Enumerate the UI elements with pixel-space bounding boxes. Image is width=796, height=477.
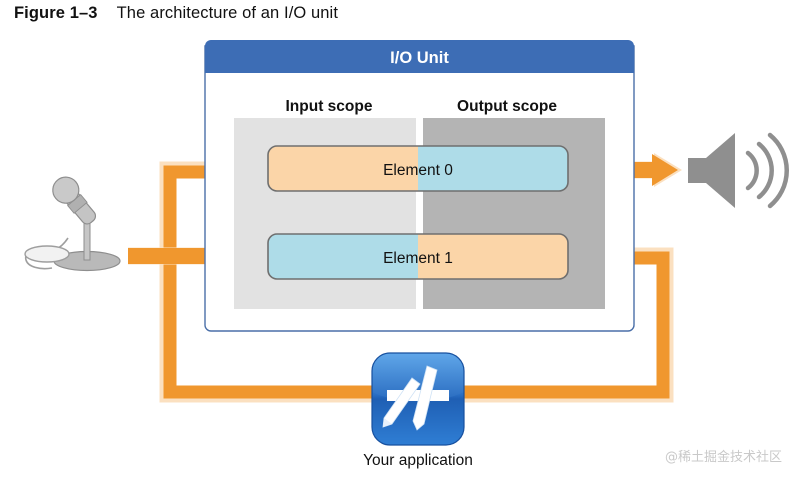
watermark: @稀土掘金技术社区 — [664, 450, 782, 465]
element-1-label: Element 1 — [383, 250, 453, 267]
app-store-icon — [371, 352, 465, 446]
io-unit-title: I/O Unit — [390, 49, 449, 67]
element-1-box: Element 1 — [267, 233, 569, 280]
element-0-label: Element 0 — [383, 162, 453, 179]
figure-number: Figure 1–3 — [14, 4, 98, 22]
output-scope-label: Output scope — [457, 98, 557, 115]
element-0-box: Element 0 — [267, 145, 569, 192]
figure-caption: Figure 1–3 The architecture of an I/O un… — [14, 4, 338, 23]
input-scope-label: Input scope — [286, 98, 373, 115]
figure-caption-text: The architecture of an I/O unit — [116, 4, 339, 22]
application-label: Your application — [363, 452, 473, 469]
microphone-icon — [24, 176, 121, 272]
speaker-icon — [688, 132, 789, 209]
scope-labels: Input scope Output scope — [286, 98, 558, 115]
